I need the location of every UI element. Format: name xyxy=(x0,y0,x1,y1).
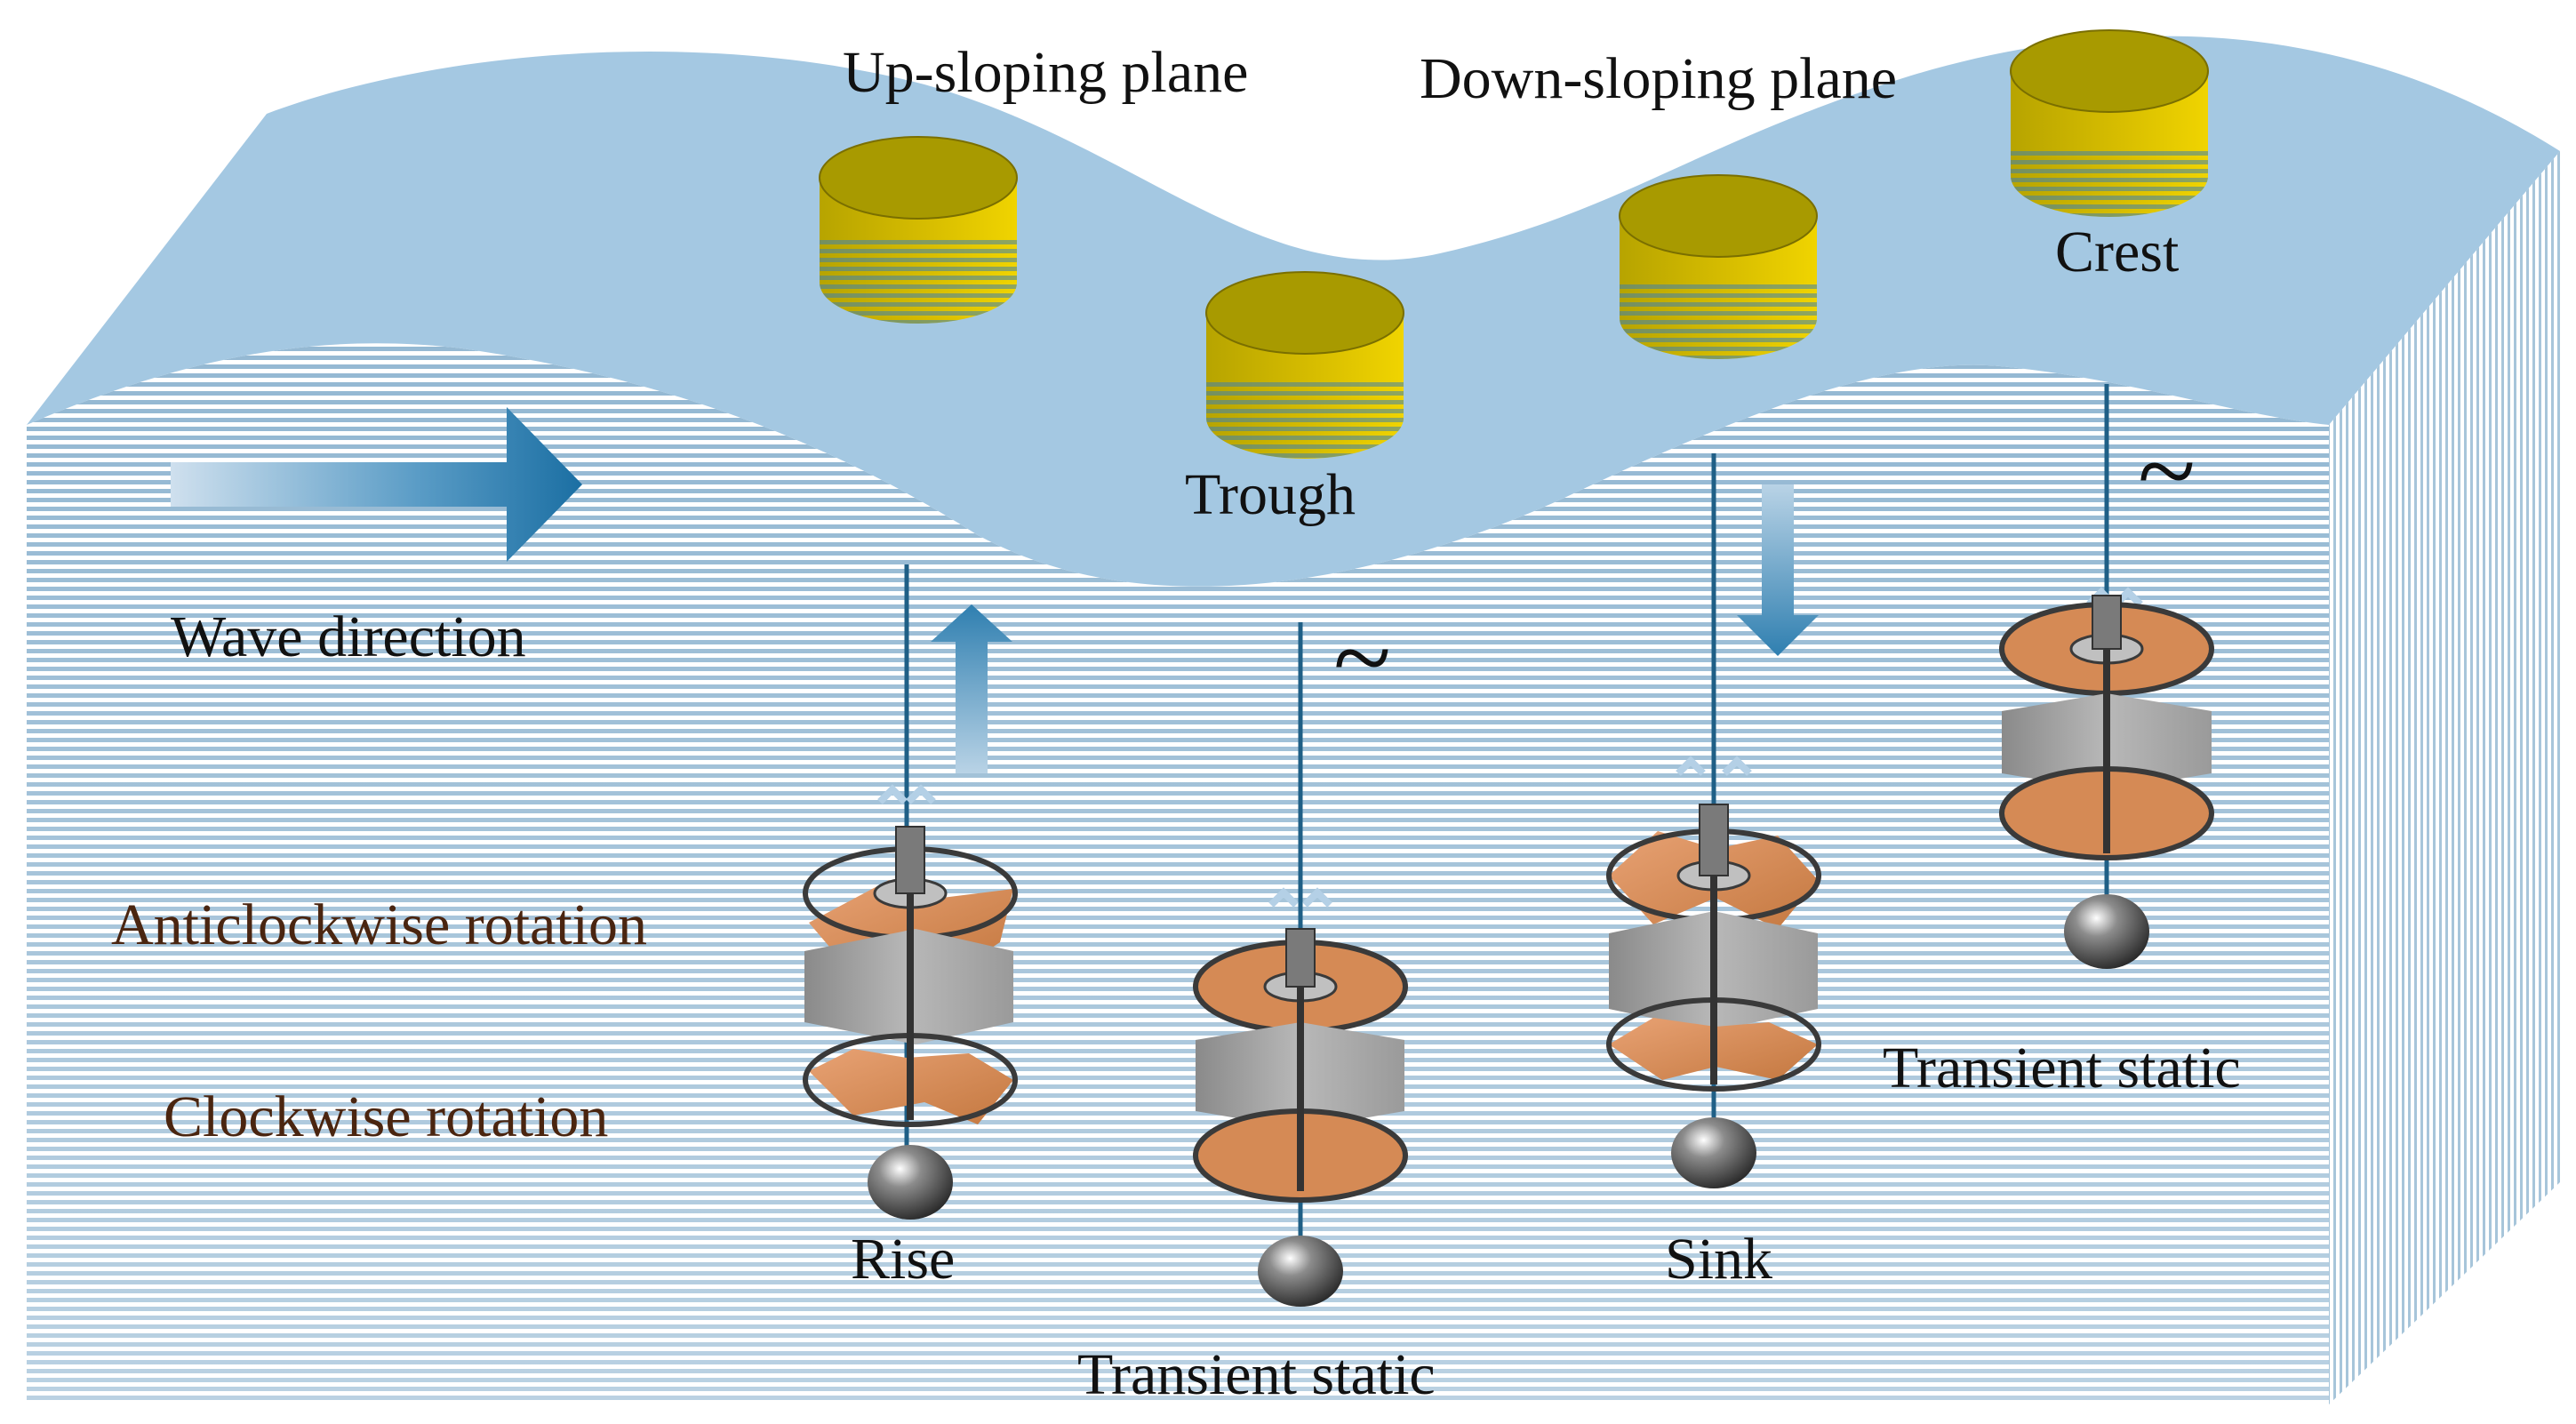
sink-down-arrow xyxy=(1737,484,1819,656)
label-sink: Sink xyxy=(1665,1227,1772,1292)
buoy-crest xyxy=(2010,29,2209,217)
buoy-trough xyxy=(1205,271,1404,459)
weight-crest xyxy=(2064,894,2149,969)
label-anticlockwise-rotation: Anticlockwise rotation xyxy=(111,892,647,957)
buoy-up-sloping xyxy=(819,136,1018,324)
water-side-face xyxy=(2329,151,2560,1404)
label-down-sloping-plane: Down-sloping plane xyxy=(1420,46,1897,111)
tilde-crest: ~ xyxy=(2138,412,2196,530)
label-crest: Crest xyxy=(2055,220,2179,284)
label-up-sloping-plane: Up-sloping plane xyxy=(843,40,1248,105)
buoy-down-sloping xyxy=(1619,174,1818,359)
label-transient-static-right: Transient static xyxy=(1883,1036,2241,1100)
label-clockwise-rotation: Clockwise rotation xyxy=(164,1084,608,1149)
tilde-trough: ~ xyxy=(1333,598,1391,716)
pto-unit-trough xyxy=(1193,928,1408,1307)
weight-sink xyxy=(1671,1117,1756,1188)
pto-unit-sink xyxy=(1606,804,1821,1188)
label-rise: Rise xyxy=(851,1227,955,1292)
wave-direction-arrow xyxy=(171,407,582,562)
flow-chevrons xyxy=(877,587,2143,908)
pto-unit-rise xyxy=(803,826,1018,1220)
label-trough: Trough xyxy=(1185,462,1356,527)
label-wave-direction: Wave direction xyxy=(171,604,526,669)
pto-unit-crest xyxy=(1999,595,2214,969)
weight-rise xyxy=(868,1145,953,1220)
water-body xyxy=(27,36,2560,1404)
rise-up-arrow xyxy=(931,604,1012,773)
weight-trough xyxy=(1258,1236,1343,1307)
label-transient-static-bottom: Transient static xyxy=(1077,1342,1436,1407)
